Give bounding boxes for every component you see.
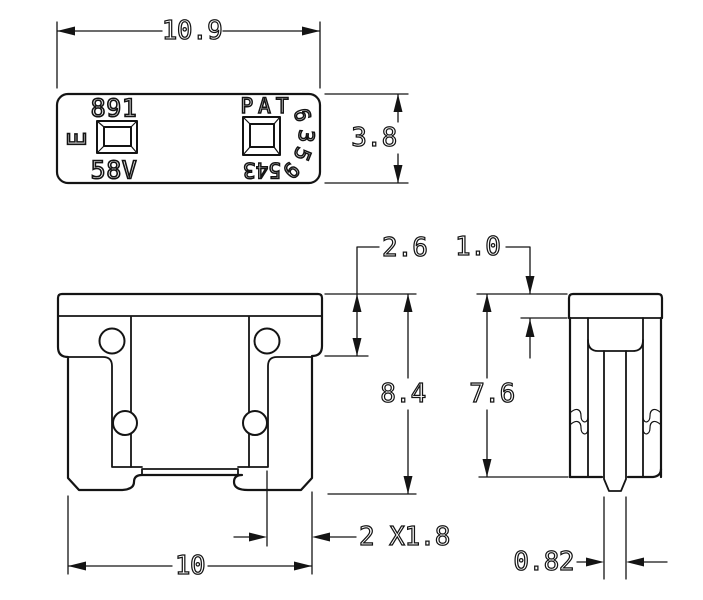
side-right-latch-mark-2	[642, 420, 662, 435]
dim-pin-width-lines	[576, 496, 668, 580]
dimension-terminal-width: 2 X1.8	[233, 470, 451, 553]
side-view-wall-inner-edges	[587, 317, 644, 478]
dimension-leg-span: 10	[67, 491, 313, 582]
arrowhead-down-icon	[482, 459, 492, 477]
dim-overall-height-label: 8.4	[380, 379, 425, 409]
dimension-shoulder-depth: 2.6	[324, 232, 429, 357]
side-right-latch-mark-1	[642, 408, 662, 423]
right-window-inner	[249, 123, 275, 148]
arrowhead-down-icon	[393, 165, 403, 183]
front-view-left-inner-profile	[67, 356, 143, 468]
marking-rotated-e: E	[63, 131, 92, 147]
right-window-bevels	[242, 116, 281, 156]
dim-pin-width-label: 0.82	[513, 547, 574, 577]
marking-patent-prefix: PAT	[241, 94, 294, 118]
front-view-element-bar	[141, 468, 239, 476]
marking-arc-digit-3: 3	[293, 129, 318, 144]
front-view-right-inner-profile	[237, 356, 313, 468]
marking-voltage: 58V	[91, 156, 138, 185]
dim-top-height-label: 3.8	[351, 123, 396, 153]
arrowhead-up-icon	[403, 294, 413, 312]
arrowhead-left-icon	[68, 561, 86, 571]
left-window-inner	[103, 126, 132, 147]
left-window-bevels	[96, 120, 138, 154]
dim-top-width-label: 10.9	[162, 16, 223, 46]
dim-shoulder-label: 2.6	[382, 233, 427, 263]
left-window-outer	[96, 120, 138, 154]
dimension-cap-step: 1.0	[454, 231, 568, 359]
arrowhead-right-icon	[302, 26, 320, 36]
arrowhead-left-icon	[57, 26, 75, 36]
marking-patent-suffix: 543	[243, 158, 281, 182]
side-view-cavity-bottom	[587, 339, 644, 352]
dim-leg-span-label: 10	[175, 551, 205, 581]
arrowhead-down-icon	[403, 476, 413, 494]
side-view	[567, 292, 664, 492]
left-window-frame	[96, 120, 138, 154]
top-view-body-outline	[55, 92, 322, 185]
side-view-bottom-edges	[568, 467, 663, 479]
dim-cap-step-lines	[505, 246, 568, 359]
front-view-outer-outline	[56, 292, 324, 492]
dim-side-height-lines	[476, 293, 569, 478]
dimension-top-width: 10.9	[56, 15, 321, 89]
arrowhead-right-icon	[586, 557, 604, 567]
top-view: 891 E 58V PAT 6 3 5 9 543	[55, 92, 322, 185]
front-upper-left-hole	[98, 327, 126, 355]
arrowhead-up-icon	[393, 94, 403, 112]
side-left-latch-mark-2	[569, 420, 589, 435]
front-lower-left-hole	[112, 410, 138, 436]
arrowhead-left-icon	[626, 557, 644, 567]
arrowhead-right-icon	[249, 532, 267, 542]
dimension-top-height: 3.8	[324, 93, 409, 184]
side-left-latch-mark-1	[569, 408, 589, 423]
dim-cap-step-label: 1.0	[455, 232, 500, 262]
side-view-center-pin	[603, 350, 627, 492]
dim-leg-span-lines	[67, 491, 313, 575]
arrowhead-down-icon	[352, 338, 362, 356]
arrowhead-left-icon	[312, 532, 330, 542]
front-lower-right-hole	[242, 410, 268, 436]
dim-side-height-label: 7.6	[469, 379, 514, 409]
dim-shoulder-lines	[324, 246, 417, 357]
front-view	[56, 292, 324, 492]
marking-code: 891	[91, 94, 138, 123]
arrowhead-up-icon	[525, 319, 535, 337]
arrowhead-down-icon	[525, 276, 535, 294]
right-window-frame	[242, 116, 281, 156]
right-window-outer	[242, 116, 281, 156]
dim-top-width-lines	[56, 21, 321, 89]
dimension-pin-width: 0.82	[513, 496, 668, 580]
front-view-slot-lines	[130, 316, 250, 468]
front-upper-right-hole	[253, 327, 281, 355]
dim-terminal-label: 2 X1.8	[359, 522, 450, 552]
arrowhead-up-icon	[352, 294, 362, 312]
arrowhead-up-icon	[482, 294, 492, 312]
dim-terminal-lines	[233, 470, 357, 547]
dimension-overall-height: 8.4	[327, 293, 427, 495]
side-view-wall-outer-edges	[568, 316, 663, 479]
side-view-cap-outline	[567, 292, 664, 320]
arrowhead-right-icon	[294, 561, 312, 571]
dim-top-height-lines	[324, 93, 409, 184]
dimension-side-height: 7.6	[469, 293, 569, 478]
